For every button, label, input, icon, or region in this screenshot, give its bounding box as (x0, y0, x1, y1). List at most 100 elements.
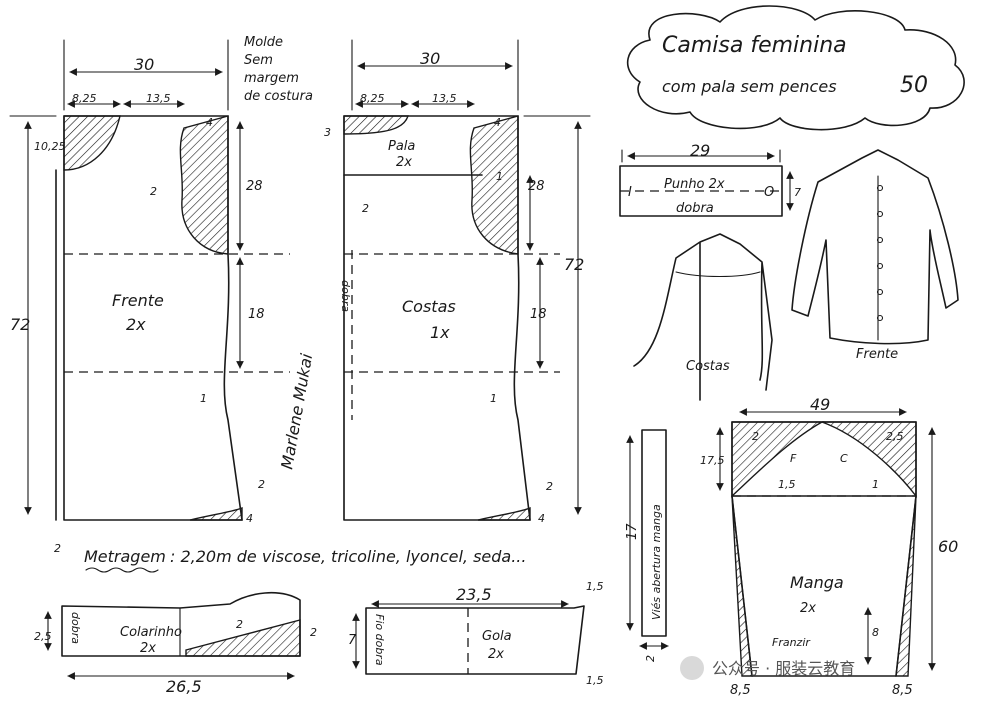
stand-top-right: 1,5 (586, 580, 604, 593)
back-shoulder-label: 13,5 (432, 92, 457, 105)
cuff-width-label: 29 (690, 141, 710, 160)
cuff-name: Punho 2x (664, 177, 725, 192)
back-side-label: 18 (530, 307, 547, 322)
molde-line-3: margem (244, 71, 299, 86)
cuff-fold: dobra (676, 201, 714, 216)
sketch-front-label: Frente (856, 347, 898, 362)
sleeve-hem-right: 8,5 (892, 683, 913, 698)
front-hem-label: 2 (258, 478, 265, 491)
front-curve-label: 2 (150, 185, 157, 198)
back-shoulder-drop-label: 4 (494, 116, 501, 129)
sleeve-hem-left: 8,5 (730, 683, 751, 698)
cuff-mark-left: I (628, 185, 632, 200)
front-neck-depth-label: 10,25 (34, 140, 66, 153)
stand-name: Gola (482, 629, 512, 644)
front-shoulder-drop-label: 4 (206, 116, 213, 129)
front-neck-hatch (63, 115, 121, 171)
front-height-label: 72 (10, 315, 30, 334)
back-neck-hatch (343, 115, 409, 135)
yoke-count: 2x (396, 155, 412, 170)
bias-text: Viés abertura manga (650, 504, 663, 620)
collar-width-label: 26,5 (166, 677, 202, 696)
fabric-note: Metragem : 2,20m de viscose, tricoline, … (84, 547, 526, 573)
collar-right-label: 2 (310, 626, 317, 639)
collar-height-label: 2,5 (34, 630, 52, 643)
front-armhole-label: 28 (246, 179, 263, 194)
front-name: Frente (112, 291, 164, 310)
sleeve-count: 2x (800, 601, 816, 616)
title-line2: com pala sem pences (662, 77, 837, 96)
yoke-name: Pala (388, 139, 415, 154)
wechat-icon (680, 656, 704, 680)
back-hem-hatch (477, 506, 531, 521)
fabric-text: : 2,20m de viscose, tricoline, lyoncel, … (170, 547, 526, 566)
collar-fold: dobra (69, 612, 82, 644)
collar-piece: dobra Colarinho 2x 2 2,5 26,5 2 (34, 591, 317, 696)
collar-count: 2x (140, 641, 156, 656)
title-line1: Camisa feminina (662, 33, 847, 58)
back-bottom-right-label: 4 (538, 512, 545, 525)
bias-width-label: 2 (644, 655, 657, 662)
sketch-front: Frente (791, 149, 959, 362)
sketch-back: Costas (633, 233, 773, 401)
back-neck-label: 8,25 (360, 92, 385, 105)
collar-hatch (185, 619, 301, 657)
front-bottom-right-label: 4 (246, 512, 253, 525)
sleeve-left-mark: 2 (752, 430, 759, 443)
collar-mark: 2 (236, 618, 243, 631)
molde-line-4: de costura (244, 89, 313, 104)
back-waist-label: 1 (490, 392, 497, 405)
sketch-back-label: Costas (686, 359, 730, 374)
watermark: 公众号 · 服装云教育 (680, 656, 855, 680)
back-height-label: 72 (564, 255, 584, 274)
sleeve-piece: 49 2 2,5 F C 1,5 1 17,5 60 Manga 2x 8 Fr… (700, 395, 958, 698)
front-bottom-left-label: 2 (54, 542, 61, 555)
front-width-label: 30 (134, 55, 154, 74)
sleeve-right-side-hatch (895, 495, 917, 677)
sleeve-length-label: 60 (938, 537, 958, 556)
back-hem-label: 2 (546, 480, 553, 493)
back-piece: 30 8,25 13,5 3 4 Pala 2x 2 1 dobra 28 18… (324, 39, 591, 525)
back-yoke-left-label: 2 (362, 202, 369, 215)
back-yoke-depth-label: 3 (324, 126, 331, 139)
cuff-piece: 29 I O Punho 2x dobra 7 (619, 141, 801, 217)
sleeve-left-hatch (731, 421, 825, 498)
sleeve-cap-label: 17,5 (700, 454, 725, 467)
molde-line-2: Sem (244, 53, 273, 68)
sleeve-name: Manga (790, 573, 844, 592)
back-armhole-label: 28 (528, 179, 545, 194)
front-shoulder-label: 13,5 (146, 92, 171, 105)
sleeve-right-under: 1 (872, 478, 879, 491)
sleeve-gather-len: 8 (872, 626, 879, 639)
cuff-mark-right: O (764, 185, 774, 200)
bias-piece: Viés abertura manga 17 2 (625, 429, 669, 662)
stand-width-label: 23,5 (456, 585, 492, 604)
stand-fold: Fio dobra (373, 614, 386, 666)
front-count: 2x (126, 315, 146, 334)
collar-name: Colarinho (120, 625, 182, 640)
stand-count: 2x (488, 647, 504, 662)
cuff-height-label: 7 (794, 186, 801, 199)
sleeve-right-mark: 2,5 (886, 430, 904, 443)
sleeve-left-under: 1,5 (778, 478, 796, 491)
front-neck-label: 8,25 (72, 92, 97, 105)
sleeve-gather: Franzir (772, 636, 811, 649)
back-width-label: 30 (420, 49, 440, 68)
front-side-label: 18 (248, 307, 265, 322)
signature: Marlene Mukai (277, 352, 316, 471)
front-piece: 30 8,25 13,5 10,25 4 2 72 28 18 1 2 4 2 … (9, 39, 290, 555)
fabric-label: Metragem (84, 547, 166, 566)
sleeve-width-label: 49 (810, 395, 830, 414)
stand-bottom-right: 1,5 (586, 674, 604, 687)
title-number: 50 (900, 73, 928, 98)
molde-note: Molde Sem margem de costura (244, 35, 313, 104)
back-name: Costas (402, 297, 456, 316)
bias-length-label: 17 (625, 523, 640, 540)
watermark-text: 公众号 · 服装云教育 (712, 659, 855, 678)
molde-line-1: Molde (244, 35, 283, 50)
front-waist-label: 1 (200, 392, 207, 405)
title-cloud: Camisa feminina com pala sem pences 50 (626, 5, 965, 131)
front-hem-hatch (189, 506, 243, 521)
